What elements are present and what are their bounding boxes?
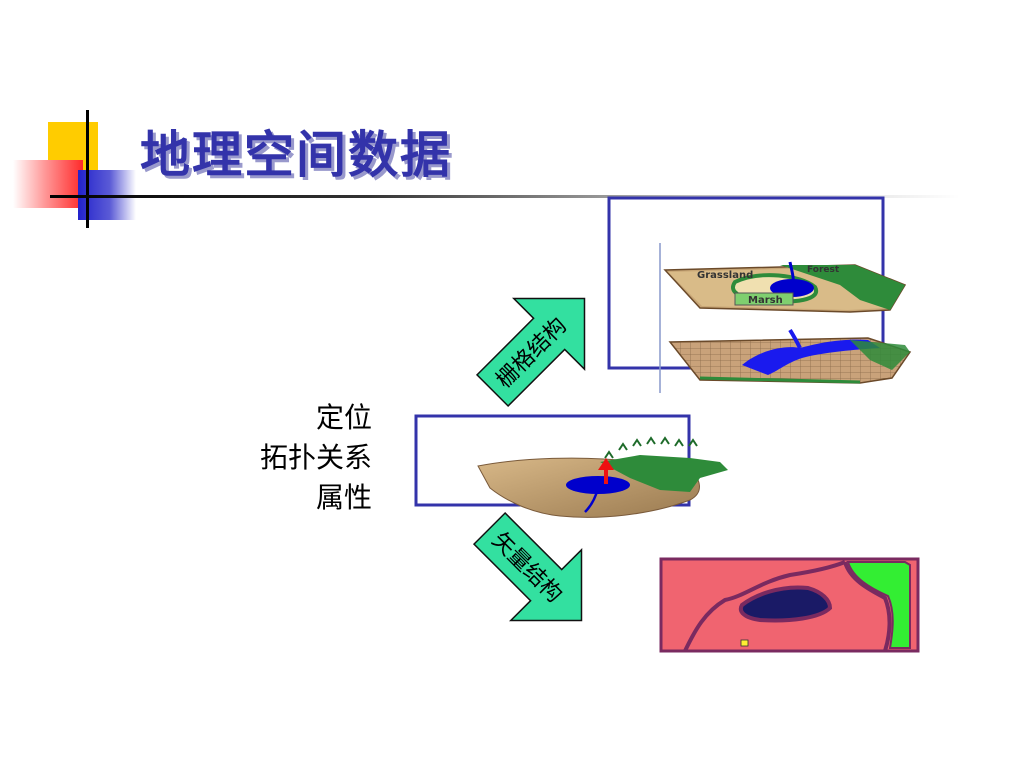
attribute-topology: 拓扑关系 — [259, 441, 372, 474]
raster-arrow: 栅格结构 — [475, 297, 586, 408]
decor-red-square — [13, 160, 83, 208]
terrain-model — [477, 436, 728, 518]
attribute-property: 属性 — [315, 481, 372, 514]
page-title: 地理空间数据 — [140, 126, 452, 184]
point-feature — [740, 639, 749, 647]
up-arrow-icon — [598, 458, 614, 470]
vector-map — [659, 557, 920, 653]
attribute-list: 定位 拓扑关系 属性 — [220, 398, 372, 518]
map-label-forest: Forest — [807, 265, 840, 275]
title-underline — [50, 195, 960, 198]
attribute-location: 定位 — [315, 401, 372, 434]
raster-grid-layer — [668, 328, 912, 384]
map-label-marsh: Marsh — [748, 295, 783, 306]
thematic-layer: Grassland Forest Marsh — [663, 261, 907, 313]
map-label-grassland: Grassland — [697, 270, 753, 281]
decor-vertical-line — [86, 110, 89, 228]
